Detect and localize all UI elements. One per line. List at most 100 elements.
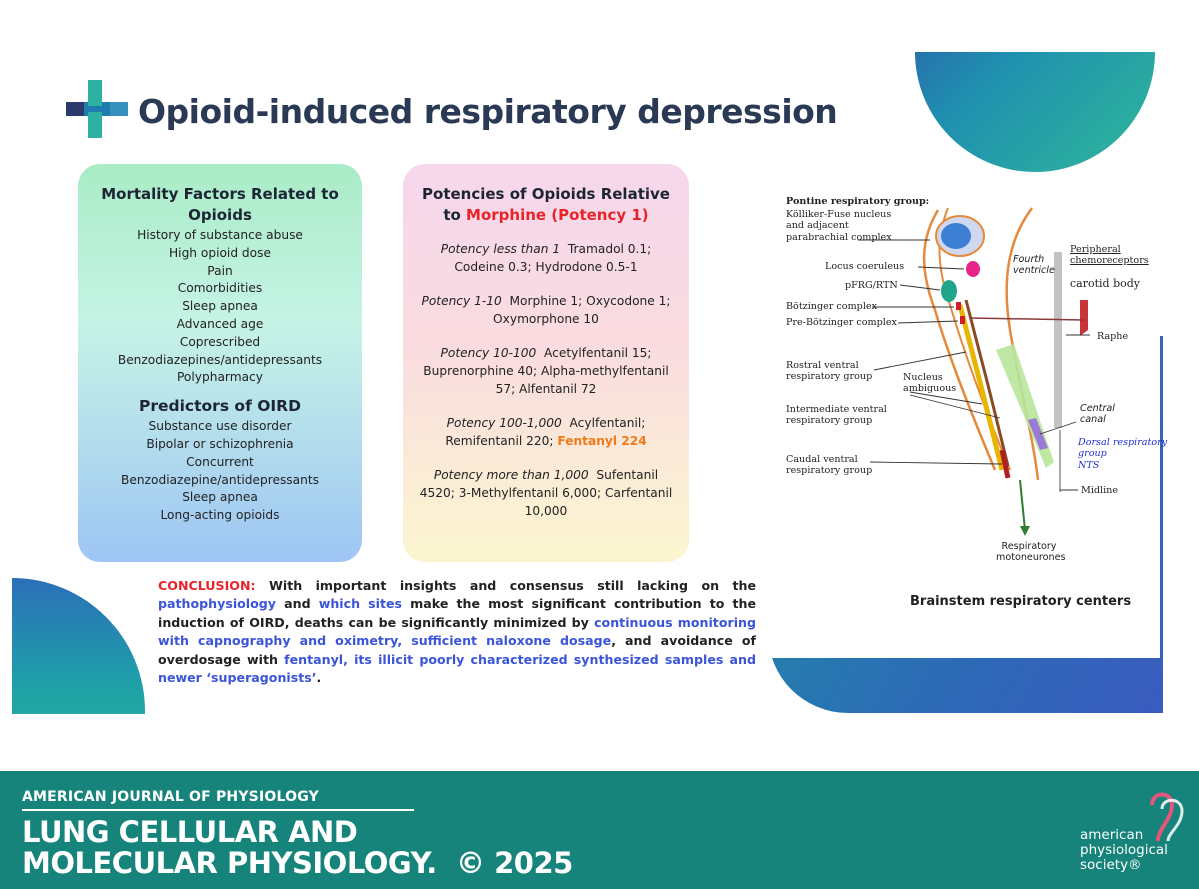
conclusion-text: and [276,596,319,612]
list-item: Sleep apnea [182,490,258,505]
potency-text: Acylfentanil; Remifentanil 220; [445,416,646,448]
midline-label: Midline [1081,485,1119,496]
pointer-line [909,394,1001,419]
potencies-heading-highlight: Morphine (Potency 1) [466,206,649,224]
predictors-heading: Predictors of OIRD [139,397,301,416]
caudal-vrg-label: Caudal ventral respiratory group [786,454,873,477]
journal-name-text: MOLECULAR PHYSIOLOGY. [22,846,437,880]
journal-name: LUNG CELLULAR AND MOLECULAR PHYSIOLOGY. … [22,817,573,879]
fourth-ventricle-label: Fourth ventricle [1013,254,1055,277]
potency-label: Potency more than 1,000 [433,468,589,482]
society-logo-icon [1150,792,1184,842]
nucleus-ambiguous-label: Nucleus ambiguous [903,372,957,395]
brainstem-outline-left [922,209,997,471]
potency-label: Potency 100-1,000 [446,416,562,430]
conclusion-lead: CONCLUSION: [158,578,256,593]
list-item: Coprescribed [179,334,261,349]
dorsal-respiratory-group-label: Dorsal respiratory group [1078,437,1168,460]
raphe-label: Raphe [1097,331,1129,342]
opioid-potencies-card: Potencies of Opioids Relative to Morphin… [403,164,689,562]
pre-botzinger-label: Pre-Bötzinger complex [786,317,897,328]
list-item: Polypharmacy [177,370,263,385]
brainstem-outline-right [1005,207,1040,481]
potency-group: Potency less than 1 Tramadol 0.1; Codein… [413,240,679,276]
potency-label: Potency 10-100 [440,346,537,360]
caudal-vrg-marker [999,449,1011,479]
mortality-heading: Mortality Factors Related to Opioids [101,185,339,224]
motoneurone-arrow [1019,479,1026,531]
carotid-body-shape [1080,300,1088,336]
nts-label: NTS [1078,460,1100,471]
conclusion-highlight: fentanyl, its illicit poorly characteriz… [158,651,757,686]
journal-parent-title: AMERICAN JOURNAL OF PHYSIOLOGY [22,789,319,805]
list-item: Bipolar or schizophrenia [146,436,294,451]
potency-text: Sufentanil 4520; 3-Methylfentanil 6,000;… [419,468,673,518]
conclusion-highlight: continuous monitoring with capnography a… [158,614,756,649]
copyright-text: © 2025 [456,846,573,880]
conclusion-text: With important insights and consensus st… [255,578,756,593]
potency-group: Potency 1-10 Morphine 1; Oxycodone 1; Ox… [413,292,679,328]
potency-label: Potency less than 1 [440,242,561,256]
journal-divider [22,809,414,811]
nucleus-ambiguous [964,299,1010,467]
rostral-vrg-label: Rostral ventral respiratory group [786,360,873,383]
pointer-line [909,391,983,405]
journal-name-line1: LUNG CELLULAR AND [22,815,358,849]
intermediate-vrg-label: Intermediate ventral respiratory group [786,404,887,427]
pointer-line [899,284,941,291]
pointer-line [897,320,959,324]
list-item: Comorbidities [177,281,263,296]
left-half-circle [12,578,145,714]
fentanyl-highlight: Fentanyl 224 [557,434,647,448]
list-item: Sleep apnea [182,299,258,314]
potencies-heading: Potencies of Opioids Relative to Morphin… [413,184,679,226]
kolliker-fuse-nucleus [941,223,971,249]
locus-coeruleus-shape [966,261,980,277]
list-item: Concurrent [186,454,254,469]
list-item: Long-acting opioids [160,508,280,523]
pre-botzinger-marker [960,316,965,324]
potency-text: Morphine 1; Oxycodone 1; Oxymorphone 10 [493,294,671,326]
pontine-desc-label: Kölliker-Fuse nucleus and adjacent parab… [786,209,892,243]
pointer-line [917,266,965,270]
journal-name-line2: MOLECULAR PHYSIOLOGY. © 2025 [22,848,573,879]
potency-text: Tramadol 0.1; Codeine 0.3; Hydrodone 0.5… [454,242,652,274]
conclusion-paragraph: CONCLUSION: With important insights and … [158,577,756,687]
potency-group: Potency more than 1,000 Sufentanil 4520;… [413,466,679,520]
society-name: american physiological society® [1080,828,1168,873]
central-canal-label: Central canal [1080,403,1115,426]
pointer-line [869,461,1003,465]
potency-group: Potency 10-100 Acetylfentanil 15; Bupren… [413,344,679,398]
society-line: american [1080,827,1144,843]
botzinger-label: Bötzinger complex [786,301,877,312]
potency-group: Potency 100-1,000 Acylfentanil; Remifent… [413,414,679,450]
society-line: physiological [1080,842,1168,858]
list-item: Pain [207,263,233,278]
conclusion-highlight: which sites [318,596,403,612]
list-item: Advanced age [176,316,264,331]
pointer-line [873,351,967,371]
motoneurone-arrowhead [1020,526,1030,536]
nts-shape [1028,418,1048,450]
motoneurones-label: Respiratory motoneurones [996,541,1066,564]
conclusion-text: , and avoidance of overdosage with [158,633,756,667]
locus-coeruleus-label: Locus coeruleus [825,261,905,272]
potency-label: Potency 1-10 [421,294,502,308]
mortality-factors-card: Mortality Factors Related to Opioids His… [78,164,362,562]
potency-text: Acetylfentanil 15; Buprenorphine 40; Alp… [423,346,669,396]
page-title: Opioid-induced respiratory depression [138,92,838,131]
top-right-quarter-circle [915,52,1155,172]
conclusion-text: make the most significant contribution t… [158,596,757,630]
predictors-list: Substance use disorder Bipolar or schizo… [88,418,352,525]
pfrg-label: pFRG/RTN [845,280,898,291]
ventral-respiratory-column [957,304,1005,471]
carotid-body-label: carotid body [1070,277,1140,290]
pointer-line [1039,421,1077,435]
peripheral-chemoreceptors-label: Peripheral chemoreceptors [1070,244,1149,267]
potencies-heading-text: Potencies of Opioids Relative to [422,185,670,224]
list-item: Benzodiazepine/antidepressants [121,472,319,487]
diagram-caption: Brainstem respiratory centers [910,594,1132,609]
brainstem-diagram [858,207,1090,536]
list-item: Benzodiazepines/antidepressants [117,352,323,367]
conclusion-highlight: pathophysiology [158,596,276,612]
